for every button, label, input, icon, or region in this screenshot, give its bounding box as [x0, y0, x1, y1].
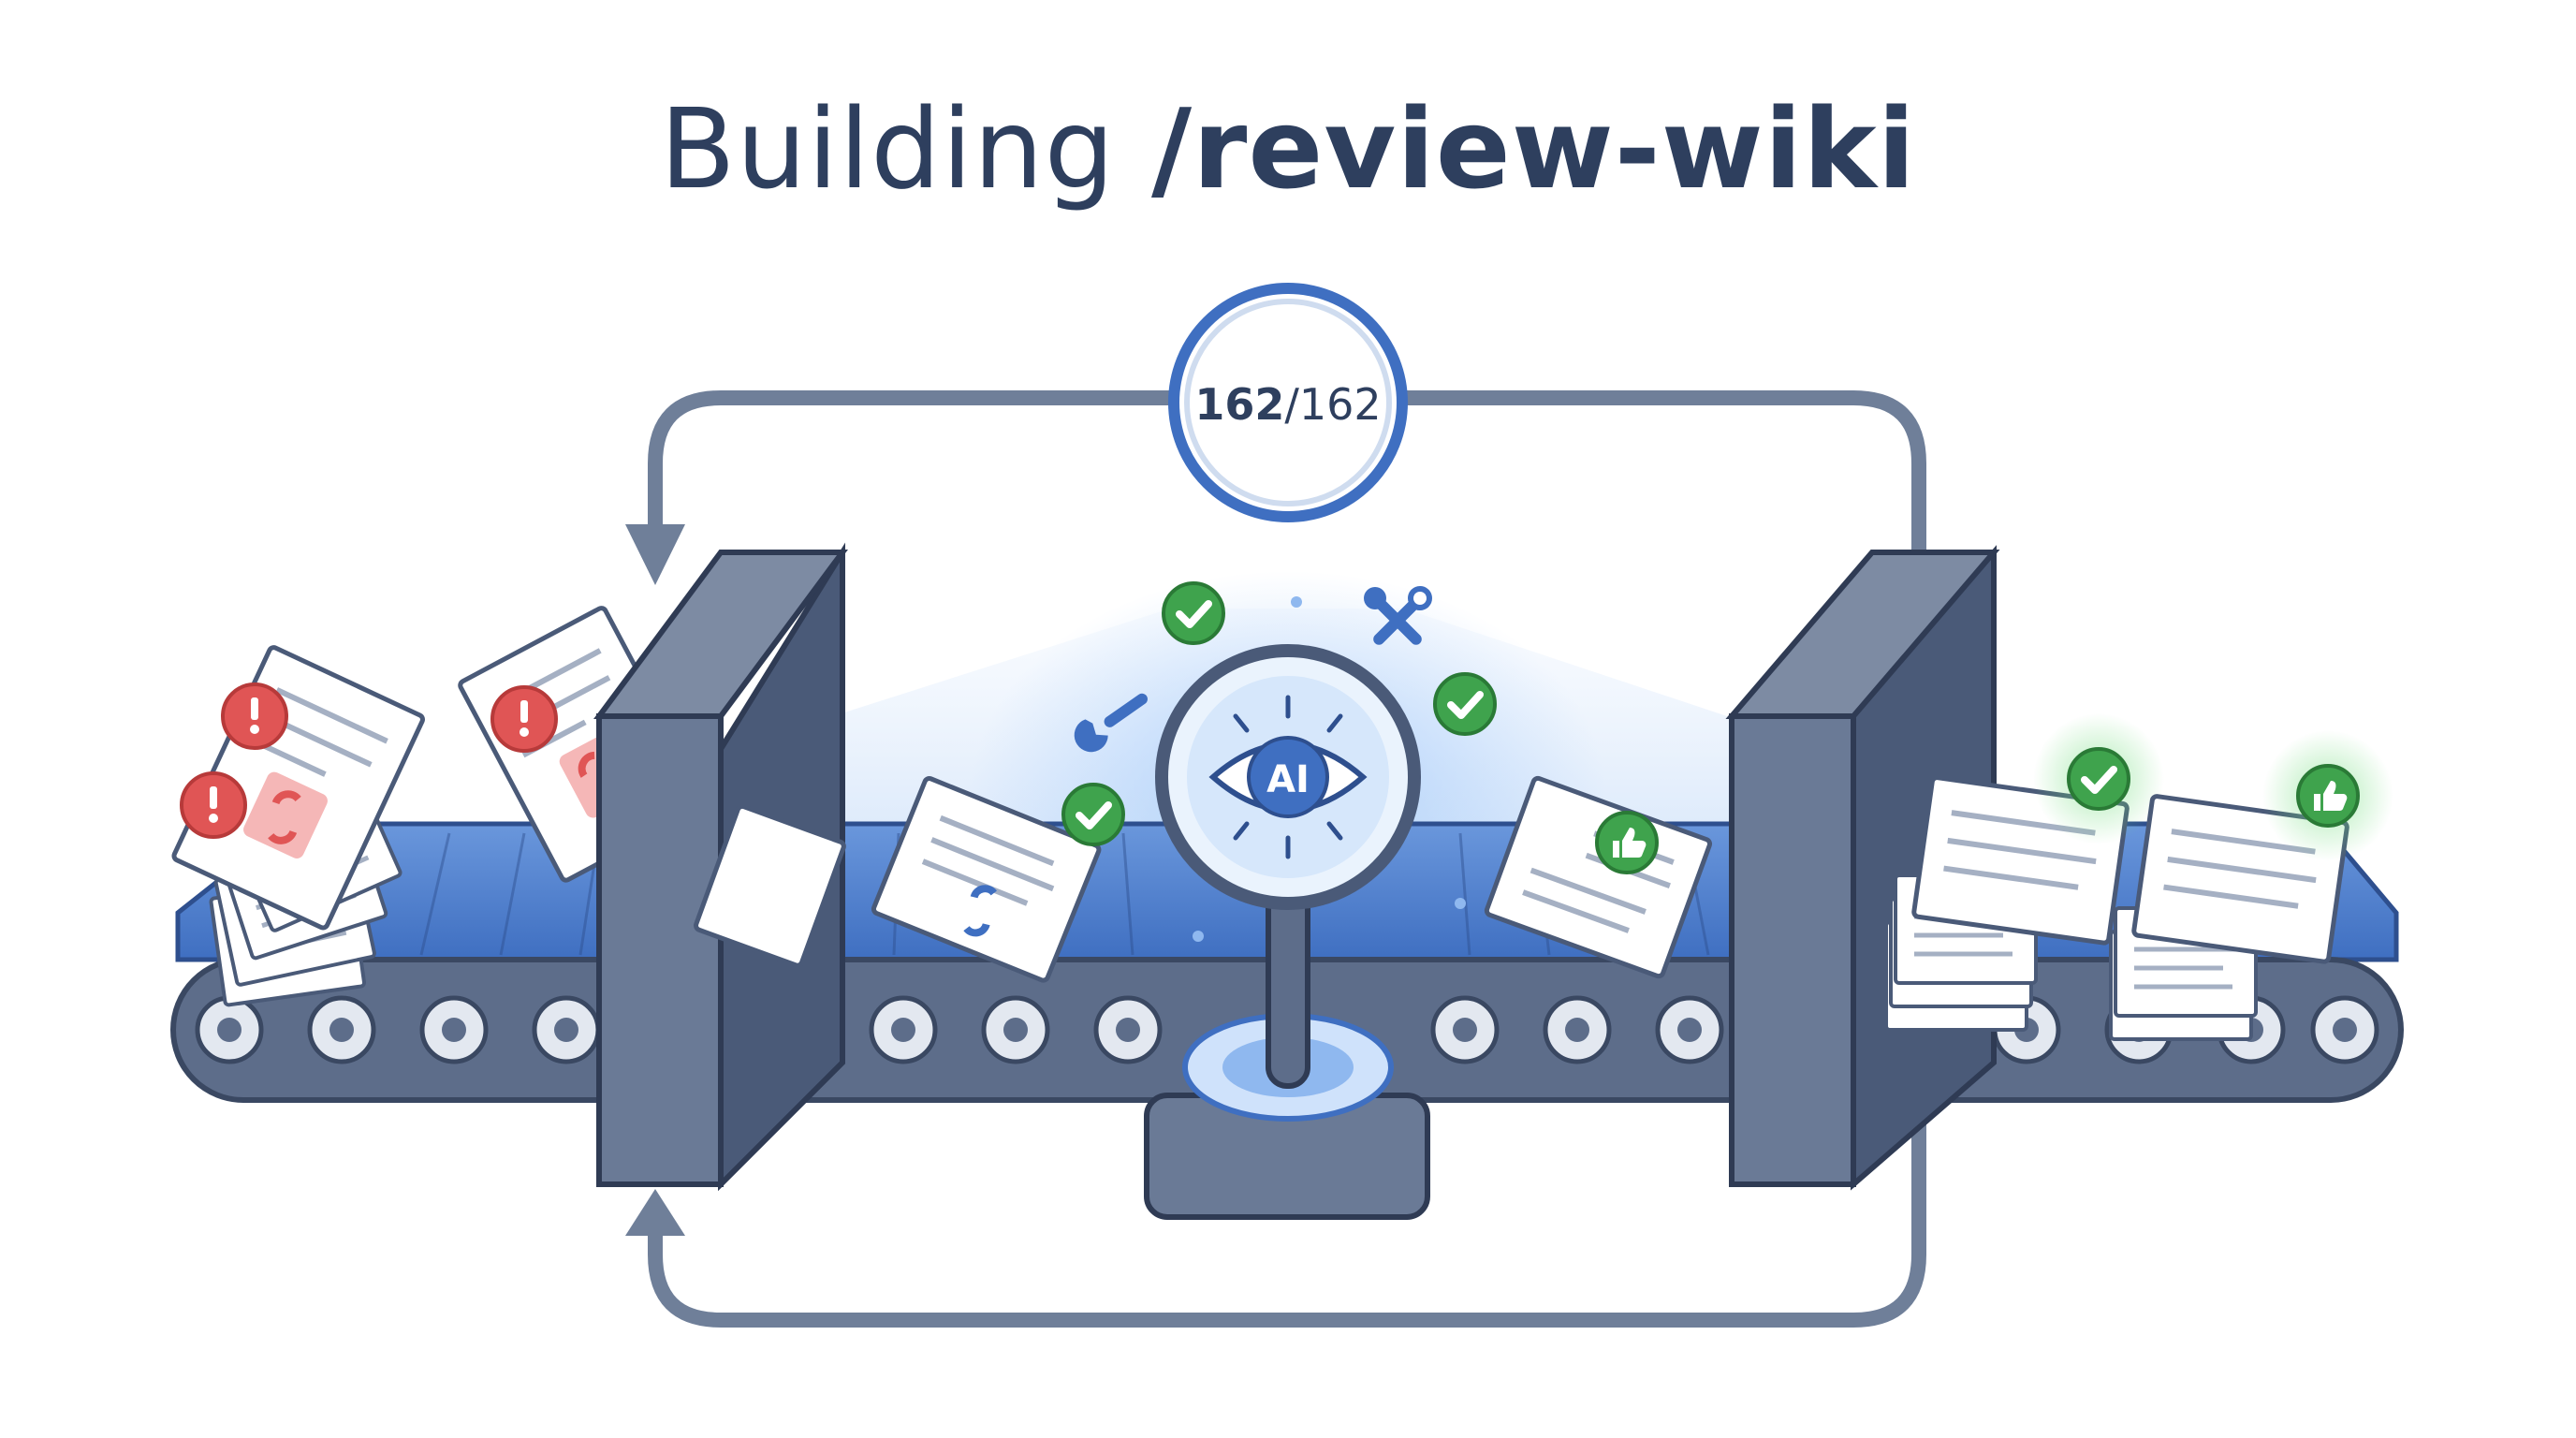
- ai-inspector: AI: [1144, 644, 1430, 1220]
- title-prefix: Building: [659, 84, 1116, 213]
- checkmark-icon-floating-2: [1435, 674, 1495, 734]
- magnifier-eye-icon: [1208, 695, 1368, 859]
- checkmark-icon-floating-1: [1164, 583, 1223, 643]
- wrench-icon: [1074, 693, 1148, 753]
- liked-stack: [2111, 730, 2393, 1039]
- checkmark-icon-output: [2069, 749, 2129, 809]
- thumbs-up-icon-output: [2296, 764, 2360, 828]
- crossed-tools-icon: [1364, 586, 1432, 645]
- checkmark-icon: [1063, 785, 1123, 844]
- floating-status-icons: [1074, 583, 1495, 942]
- scanning-pages: [694, 775, 1713, 983]
- thumbs-up-icon: [1595, 811, 1659, 874]
- counter-done: 162: [1194, 379, 1284, 430]
- linked-page: [871, 776, 1102, 983]
- svg-text:162/162: 162/162: [1194, 379, 1381, 430]
- link-icon: [963, 885, 997, 937]
- inspection-gate-left: [593, 542, 848, 1192]
- progress-counter: 162/162: [1168, 283, 1408, 522]
- exclamation-icon: [221, 682, 288, 750]
- ai-badge-label: AI: [1266, 758, 1310, 801]
- output-pages-stacks: [1886, 713, 2393, 1039]
- exclamation-icon-2: [490, 685, 558, 753]
- feedback-loop-arrow: [625, 390, 1926, 1328]
- broken-link-icon: [243, 771, 328, 858]
- approved-stack: [1886, 713, 2164, 1030]
- arrow-up-icon: [625, 1189, 685, 1236]
- exclamation-icon-3: [180, 771, 247, 839]
- page-title: Building /review-wiki: [0, 84, 2576, 213]
- arrow-down-icon: [625, 524, 685, 585]
- counter-total: /162: [1284, 379, 1381, 430]
- title-command: /review-wiki: [1151, 84, 1917, 213]
